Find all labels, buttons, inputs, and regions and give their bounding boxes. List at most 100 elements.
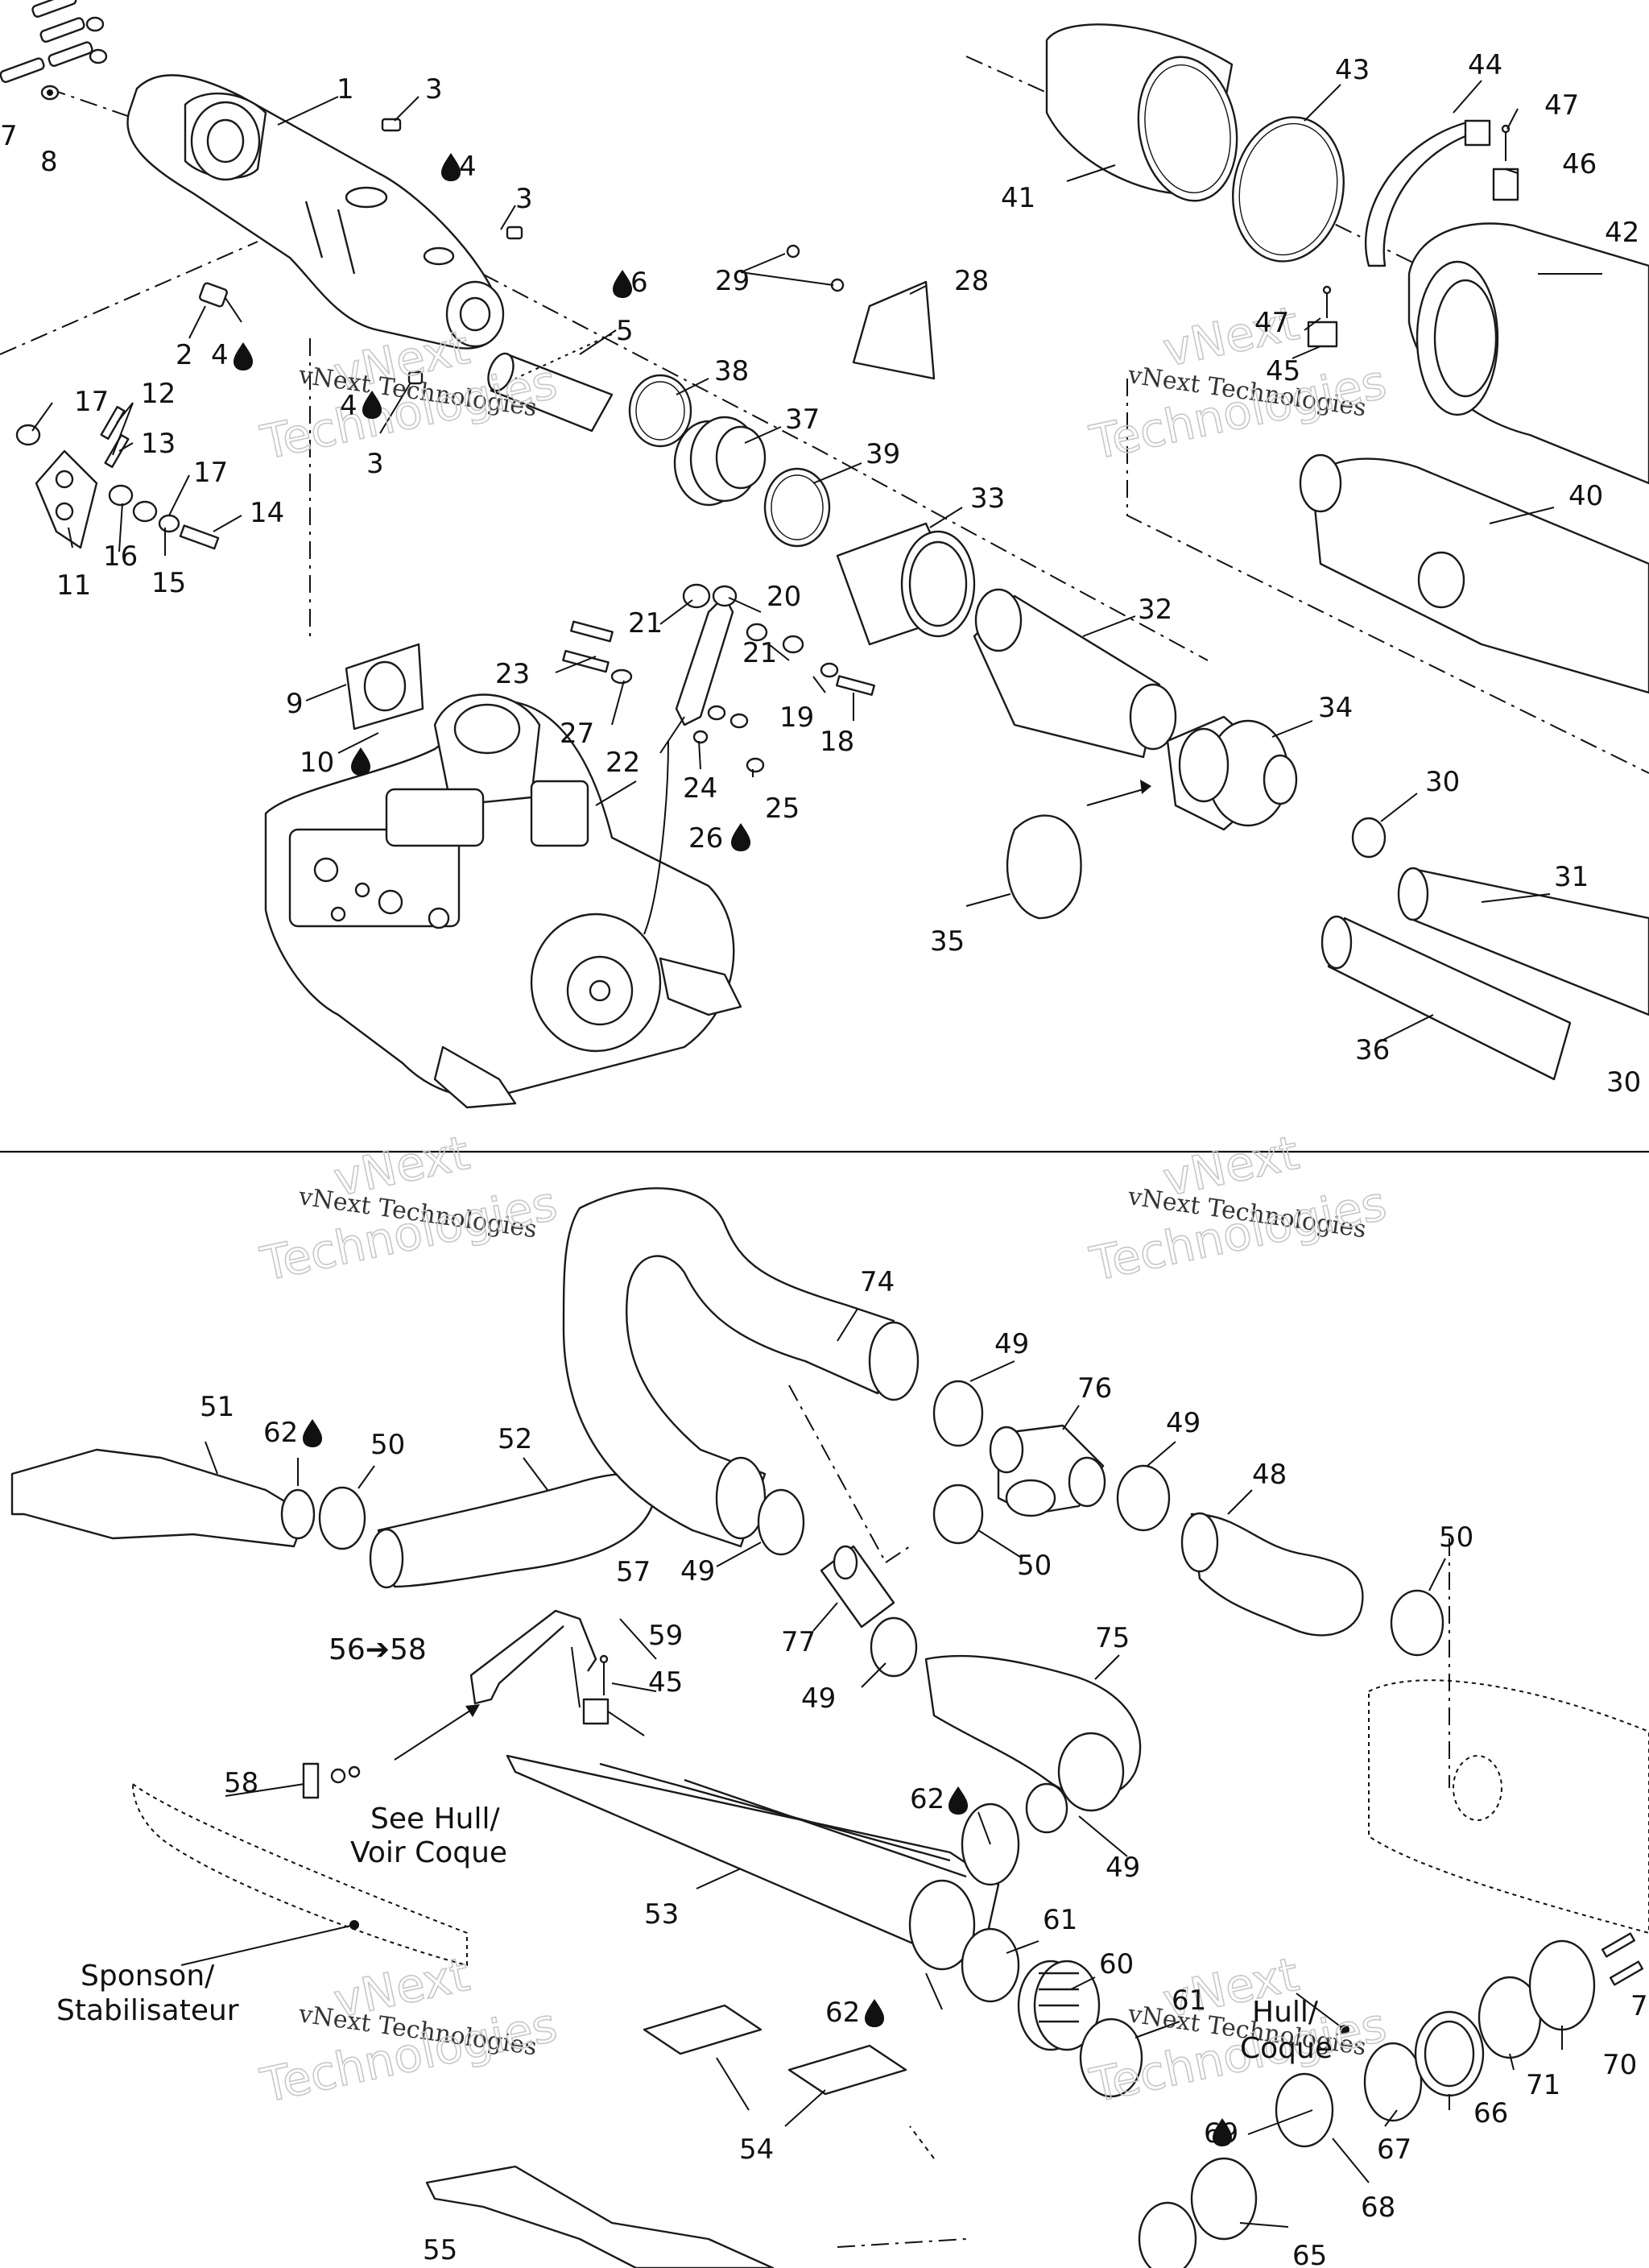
callout-62: 62 xyxy=(910,1783,944,1815)
callout-62: 62 xyxy=(263,1417,298,1449)
loctite-drop-icon xyxy=(303,1419,322,1447)
callout-49: 49 xyxy=(1106,1852,1140,1884)
callout-2: 2 xyxy=(176,339,193,371)
decal-part-28 xyxy=(786,244,936,380)
callout-59: 59 xyxy=(648,1620,683,1652)
callout-21: 21 xyxy=(742,637,777,669)
callout-61: 61 xyxy=(1043,1904,1077,1936)
clamp-part-61a xyxy=(961,1927,1020,2003)
coupler-part-34 xyxy=(1166,715,1298,831)
callout-70: 70 xyxy=(1602,2049,1637,2081)
bracket-part-45-lower xyxy=(582,1654,610,1725)
callout-50: 50 xyxy=(1439,1521,1473,1554)
callout-34: 34 xyxy=(1318,692,1353,724)
stud-part-12 xyxy=(100,405,130,469)
muffler-part-32 xyxy=(973,588,1177,759)
loctite-drop-icon xyxy=(234,342,253,370)
silencer-part-42 xyxy=(1407,222,1649,485)
callout-67: 67 xyxy=(1377,2133,1411,2166)
gasket-part-35 xyxy=(1006,780,1151,920)
callout-57: 57 xyxy=(616,1556,651,1588)
clamp-part-61b xyxy=(1079,2018,1143,2098)
callout-71: 71 xyxy=(1526,2069,1560,2101)
callout-4: 4 xyxy=(211,339,229,371)
callout-47: 47 xyxy=(1544,89,1579,122)
callout-35: 35 xyxy=(930,925,965,958)
loctite-drop-icon xyxy=(731,823,750,851)
callout-49: 49 xyxy=(1166,1407,1201,1439)
resonator-part-41 xyxy=(1045,23,1238,202)
callout-18: 18 xyxy=(820,726,854,758)
see-hull-note: See Hull/ xyxy=(370,1802,500,1836)
centerline-upper xyxy=(48,88,1209,661)
callout-62: 62 xyxy=(825,1997,860,2029)
callout-61: 61 xyxy=(1172,1984,1206,2017)
watermark-5: vNext vNext Technologies Technologies xyxy=(255,1946,562,2114)
callout-3: 3 xyxy=(515,183,533,215)
tee-part-76 xyxy=(989,1424,1106,1517)
centerline-lower-a xyxy=(788,1384,886,1563)
nut-part-66 xyxy=(1414,2010,1485,2097)
callout-20: 20 xyxy=(767,581,801,613)
loctite-drop-icon xyxy=(865,1999,884,2027)
tank-ghost xyxy=(1368,1679,1649,1935)
callout-75: 75 xyxy=(1095,1622,1130,1654)
callout-23: 23 xyxy=(495,658,530,690)
callout-1: 1 xyxy=(337,73,354,106)
leader-lines xyxy=(31,80,1602,2228)
callout-25: 25 xyxy=(765,793,800,825)
callout-45: 45 xyxy=(648,1666,683,1699)
callout-37: 37 xyxy=(785,404,820,436)
clamp-part-50c xyxy=(1390,1589,1444,1657)
callout-7: 7 xyxy=(0,120,18,152)
callout-39: 39 xyxy=(866,438,900,470)
centerline-upper-left xyxy=(0,241,258,355)
callout-66: 66 xyxy=(1473,2097,1508,2129)
hull-note: Hull/ xyxy=(1252,1996,1319,2029)
bolts-part-72 xyxy=(1601,1932,1644,1986)
callout-21: 21 xyxy=(628,607,663,639)
stabilisateur-note: Stabilisateur xyxy=(56,1994,239,2027)
callout-50: 50 xyxy=(1017,1550,1052,1582)
pad-part-54b xyxy=(787,2044,907,2096)
callout-65: 65 xyxy=(1292,2240,1327,2268)
loctite-drop-icon xyxy=(441,153,461,181)
clamp-part-49d xyxy=(870,1616,918,1678)
callout-11: 11 xyxy=(56,569,91,602)
callout-4: 4 xyxy=(459,151,477,183)
hose-part-36 xyxy=(1320,915,1572,1081)
engine-block xyxy=(264,693,742,1109)
callout-3: 3 xyxy=(366,448,384,480)
callout-53: 53 xyxy=(644,1898,679,1931)
washer-part-17 xyxy=(15,424,41,446)
callout-74: 74 xyxy=(860,1266,895,1298)
callout-51: 51 xyxy=(200,1391,234,1423)
callout-19: 19 xyxy=(779,702,814,734)
callout-26: 26 xyxy=(688,822,723,855)
loctite-drop-icon xyxy=(362,391,382,419)
watermark-2: vNext vNext Technologies Technologies xyxy=(1085,295,1391,471)
voir-coque-note: Voir Coque xyxy=(350,1836,507,1869)
watermark-1: vNext vNext Technologies Technologies xyxy=(255,319,562,471)
loctite-drop-icon xyxy=(351,747,370,776)
callout-42: 42 xyxy=(1605,217,1639,249)
coupler-part-77 xyxy=(820,1545,895,1629)
callout-49: 49 xyxy=(680,1555,715,1587)
clamp-part-38 xyxy=(628,374,692,448)
callout-5: 5 xyxy=(616,315,634,347)
hose-part-31 xyxy=(1397,867,1649,1016)
hose-part-5 xyxy=(487,352,614,432)
pipe-part-75 xyxy=(924,1654,1142,1812)
callout-13: 13 xyxy=(141,428,176,460)
callout-52: 52 xyxy=(498,1423,532,1455)
hose-part-52 xyxy=(369,1472,655,1589)
watermark-3: vNext vNext Technologies Technologies xyxy=(255,1124,562,1293)
callout-14: 14 xyxy=(250,497,284,529)
callout-17: 17 xyxy=(74,386,109,418)
callout-46: 46 xyxy=(1562,148,1597,180)
callout-7: 7 xyxy=(1630,1990,1648,2022)
callout-58: 58 xyxy=(224,1767,258,1799)
callout-22: 22 xyxy=(605,747,640,779)
clamp-part-43 xyxy=(1232,116,1345,263)
